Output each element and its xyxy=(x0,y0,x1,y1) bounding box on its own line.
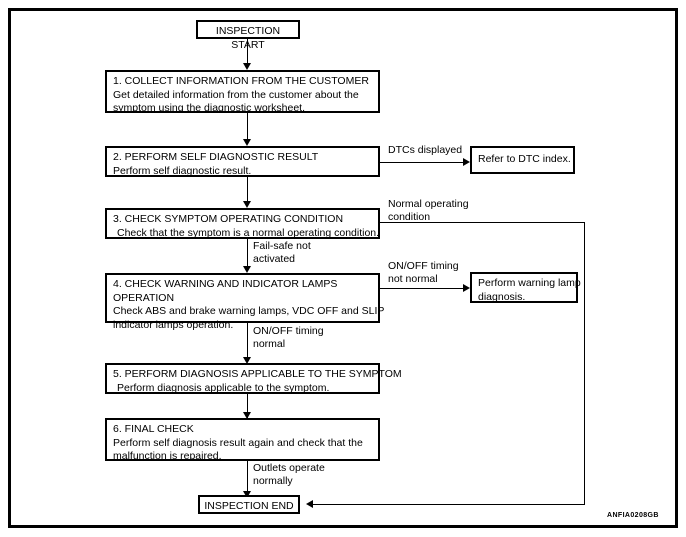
edge-label-fail-safe-not-activated: Fail-safe not activated xyxy=(253,240,311,266)
arrowhead-step6-to-inspection-end xyxy=(243,491,251,498)
node-warning-lamp-line2: diagnosis. xyxy=(478,290,526,303)
edge-label-dtcs-displayed: DTCs displayed xyxy=(388,144,462,157)
edge-label-normal-operating-condition-line2: condition xyxy=(388,211,431,223)
edge-label-onoff-normal-line1: ON/OFF timing xyxy=(253,325,324,337)
figure-code: ANFIA0208GB xyxy=(607,512,659,519)
node-step6-heading: 6. FINAL CHECK xyxy=(113,423,194,435)
node-refer-dtc-index: Refer to DTC index. xyxy=(470,146,575,174)
connector-step4-to-warning-lamp xyxy=(380,288,465,289)
node-refer-dtc-index-label: Refer to DTC index. xyxy=(478,153,571,165)
diagram-frame xyxy=(8,8,678,528)
connector-start-to-step1 xyxy=(247,39,248,64)
connector-step2-to-step3 xyxy=(247,177,248,203)
node-step2-line2: Perform self diagnostic result. xyxy=(113,164,252,177)
node-inspection-start-label: INSPECTION START xyxy=(215,25,281,51)
edge-label-onoff-normal-line2: normal xyxy=(253,338,286,350)
node-perform-warning-lamp-diagnosis: Perform warning lamp diagnosis. xyxy=(470,272,581,303)
node-inspection-end-label: INSPECTION END xyxy=(204,500,294,512)
connector-bypass-to-inspection-end xyxy=(308,504,585,505)
arrowhead-bypass-to-inspection-end xyxy=(306,500,313,508)
node-inspection-end: INSPECTION END xyxy=(198,495,300,514)
arrowhead-step4-to-warning-lamp xyxy=(463,284,470,292)
node-step1: 1. COLLECT INFORMATION FROM THE CUSTOMER… xyxy=(105,70,380,114)
edge-label-outlets-operate-normally: Outlets operate normally xyxy=(253,462,325,488)
connector-step3-bypass-horizontal xyxy=(380,222,585,223)
connector-step3-to-step4 xyxy=(247,239,248,268)
node-step3-heading: 3. CHECK SYMPTOM OPERATING CONDITION xyxy=(113,213,344,225)
edge-label-outlets-line1: Outlets operate xyxy=(253,462,325,474)
connector-step1-to-step2 xyxy=(247,113,248,141)
connector-step4-to-step5 xyxy=(247,323,248,359)
node-step4: 4. CHECK WARNING AND INDICATOR LAMPS OPE… xyxy=(105,273,385,331)
connector-step2-to-dtc-index xyxy=(380,162,465,163)
node-step5-line2: Perform diagnosis applicable to the symp… xyxy=(117,381,330,394)
node-step3: 3. CHECK SYMPTOM OPERATING CONDITION Che… xyxy=(105,208,380,239)
edge-label-dtcs-displayed-line1: DTCs displayed xyxy=(388,144,463,156)
arrowhead-step2-to-dtc-index xyxy=(463,158,470,166)
edge-label-normal-operating-condition: Normal operating condition xyxy=(388,198,469,224)
node-step2-heading: 2. PERFORM SELF DIAGNOSTIC RESULT xyxy=(113,151,319,163)
edge-label-outlets-line2: normally xyxy=(253,475,293,487)
node-step3-line2: Check that the symptom is a normal opera… xyxy=(117,226,380,239)
node-step4-line2: OPERATION xyxy=(113,291,175,304)
arrowhead-start-to-step1 xyxy=(243,63,251,70)
node-step4-line4: indicator lamps operation. xyxy=(113,318,234,331)
arrowhead-step3-to-step4 xyxy=(243,266,251,273)
node-step6: 6. FINAL CHECK Perform self diagnosis re… xyxy=(105,418,380,462)
arrowhead-step2-to-step3 xyxy=(243,201,251,208)
arrowhead-step5-to-step6 xyxy=(243,412,251,419)
connector-step6-to-inspection-end xyxy=(247,461,248,495)
node-step2: 2. PERFORM SELF DIAGNOSTIC RESULT Perfor… xyxy=(105,146,380,177)
node-inspection-start: INSPECTION START xyxy=(196,20,300,51)
connector-step5-to-step6 xyxy=(247,394,248,418)
edge-label-onoff-normal: ON/OFF timing normal xyxy=(253,325,324,351)
edge-label-fail-safe-line2: activated xyxy=(253,253,296,265)
node-warning-lamp-line1: Perform warning lamp xyxy=(478,277,581,289)
edge-label-onoff-not-normal-line1: ON/OFF timing xyxy=(388,260,459,272)
node-step5-heading: 5. PERFORM DIAGNOSIS APPLICABLE TO THE S… xyxy=(113,368,402,380)
arrowhead-step4-to-step5 xyxy=(243,357,251,364)
node-step6-line3: malfunction is repaired. xyxy=(113,450,222,462)
arrowhead-step1-to-step2 xyxy=(243,139,251,146)
edge-label-onoff-not-normal-line2: not normal xyxy=(388,273,438,285)
node-step1-heading: 1. COLLECT INFORMATION FROM THE CUSTOMER xyxy=(113,75,369,87)
node-step5: 5. PERFORM DIAGNOSIS APPLICABLE TO THE S… xyxy=(105,363,402,394)
edge-label-normal-operating-condition-line1: Normal operating xyxy=(388,198,469,210)
connector-step3-bypass-vertical xyxy=(584,222,585,505)
edge-label-onoff-not-normal: ON/OFF timing not normal xyxy=(388,260,459,286)
node-step1-line2: Get detailed information from the custom… xyxy=(113,88,359,101)
node-step4-heading: 4. CHECK WARNING AND INDICATOR LAMPS xyxy=(113,278,338,290)
node-step6-line2: Perform self diagnosis result again and … xyxy=(113,436,363,449)
node-step1-line3: symptom using the diagnostic worksheet. xyxy=(113,102,306,114)
edge-label-fail-safe-line1: Fail-safe not xyxy=(253,240,311,252)
node-step4-line3: Check ABS and brake warning lamps, VDC O… xyxy=(113,305,385,317)
